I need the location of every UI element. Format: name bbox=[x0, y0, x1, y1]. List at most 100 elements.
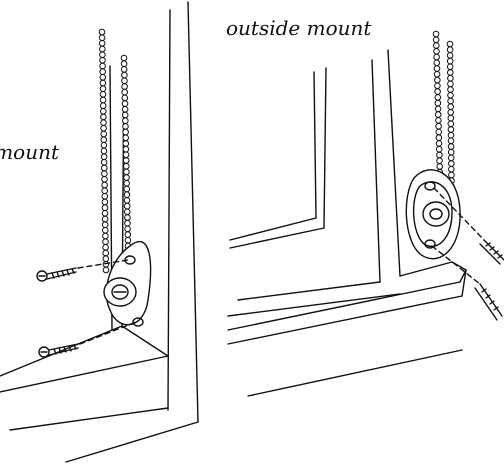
chain-bead bbox=[447, 109, 455, 116]
chain-bead bbox=[101, 221, 109, 228]
chain-bead bbox=[100, 125, 107, 132]
chain-bead bbox=[124, 208, 131, 216]
chain-bead bbox=[435, 134, 443, 141]
chain-bead bbox=[447, 126, 455, 133]
chain-bead bbox=[434, 76, 441, 84]
chain-bead bbox=[100, 136, 108, 143]
chain-bead bbox=[434, 99, 442, 107]
chain-bead bbox=[447, 97, 454, 105]
chain-bead bbox=[448, 160, 455, 167]
chain-bead bbox=[446, 63, 454, 71]
chain-bead bbox=[434, 88, 441, 95]
chain-bead bbox=[123, 185, 131, 193]
chain-bead bbox=[120, 60, 128, 68]
chain-bead bbox=[435, 117, 442, 124]
chain-bead bbox=[102, 261, 110, 268]
chain-bead bbox=[447, 80, 454, 88]
outside-mount-label: outside mount bbox=[226, 16, 372, 40]
chain-bead bbox=[122, 151, 130, 159]
chain-bead bbox=[99, 102, 107, 109]
chain-bead bbox=[122, 123, 129, 130]
chain-bead bbox=[101, 204, 109, 211]
chain-bead bbox=[123, 191, 131, 198]
chain-bead bbox=[436, 163, 444, 170]
chain-bead bbox=[433, 48, 440, 55]
chain-bead bbox=[436, 151, 443, 159]
chain-bead bbox=[121, 88, 128, 96]
chain-bead bbox=[123, 174, 130, 181]
chain-bead bbox=[123, 162, 130, 170]
chain-bead bbox=[100, 130, 107, 138]
chain-bead bbox=[121, 83, 128, 90]
bead-chain-icon bbox=[98, 28, 132, 274]
chain-bead bbox=[99, 51, 106, 59]
inside-window-frame bbox=[0, 1, 199, 463]
chain-bead bbox=[98, 40, 106, 47]
chain-bead bbox=[447, 131, 455, 139]
chain-bead bbox=[435, 140, 443, 147]
chain-bead bbox=[99, 74, 107, 81]
chain-bead bbox=[99, 79, 107, 87]
chain-bead bbox=[124, 219, 131, 227]
chain-bead bbox=[120, 54, 128, 62]
chain-bead bbox=[124, 231, 132, 238]
chain-bead bbox=[99, 45, 106, 53]
screw-icon bbox=[474, 283, 503, 321]
chain-bead bbox=[120, 66, 128, 73]
screw-icon bbox=[38, 343, 79, 358]
chain-bead bbox=[122, 128, 129, 136]
chain-bead bbox=[98, 28, 106, 36]
chain-bead bbox=[434, 94, 442, 101]
chain-bead bbox=[436, 157, 443, 164]
chain-bead bbox=[432, 36, 440, 44]
chain-bead bbox=[100, 153, 108, 160]
chain-bead bbox=[100, 142, 108, 149]
chain-bead bbox=[447, 92, 454, 99]
chain-bead bbox=[447, 86, 454, 93]
chain-bead bbox=[99, 91, 107, 98]
chain-bead bbox=[99, 57, 106, 64]
chain-bead bbox=[99, 85, 107, 92]
chain-bead bbox=[447, 120, 455, 128]
chain-bead bbox=[435, 128, 443, 136]
chain-bead bbox=[101, 164, 108, 172]
chain-bead bbox=[433, 65, 441, 72]
chain-bead bbox=[100, 159, 108, 166]
chain-bead bbox=[121, 100, 129, 107]
chain-bead bbox=[101, 215, 109, 223]
chain-bead bbox=[122, 134, 129, 142]
chain-bead bbox=[99, 68, 106, 75]
chain-bead bbox=[101, 181, 108, 189]
chain-bead bbox=[102, 244, 109, 251]
chain-bead bbox=[102, 266, 110, 274]
chain-bead bbox=[123, 197, 131, 204]
chain-bead bbox=[102, 255, 110, 263]
chain-bead bbox=[434, 105, 442, 113]
chain-bead bbox=[102, 227, 109, 234]
screw-icon bbox=[36, 267, 77, 282]
chain-bead bbox=[433, 42, 440, 49]
chain-bead bbox=[433, 53, 440, 61]
chain-bead bbox=[100, 119, 107, 126]
chain-bead bbox=[124, 225, 131, 233]
chain-bead bbox=[100, 147, 108, 155]
chain-bead bbox=[123, 180, 130, 187]
chain-bead bbox=[100, 113, 107, 121]
chain-bead bbox=[447, 143, 455, 150]
chain-bead bbox=[121, 71, 128, 79]
chain-bead bbox=[448, 166, 455, 173]
chain-bead bbox=[101, 198, 109, 206]
chain-bead bbox=[433, 71, 441, 78]
chain-bead bbox=[98, 34, 106, 42]
cord-tensioner-icon bbox=[103, 240, 152, 327]
chain-bead bbox=[123, 202, 131, 210]
chain-bead bbox=[121, 77, 128, 85]
chain-bead bbox=[101, 187, 108, 194]
chain-bead bbox=[447, 114, 455, 122]
chain-bead bbox=[447, 103, 455, 110]
chain-bead bbox=[447, 74, 454, 82]
chain-bead bbox=[447, 148, 455, 156]
chain-bead bbox=[124, 214, 131, 221]
chain-bead bbox=[432, 30, 440, 38]
